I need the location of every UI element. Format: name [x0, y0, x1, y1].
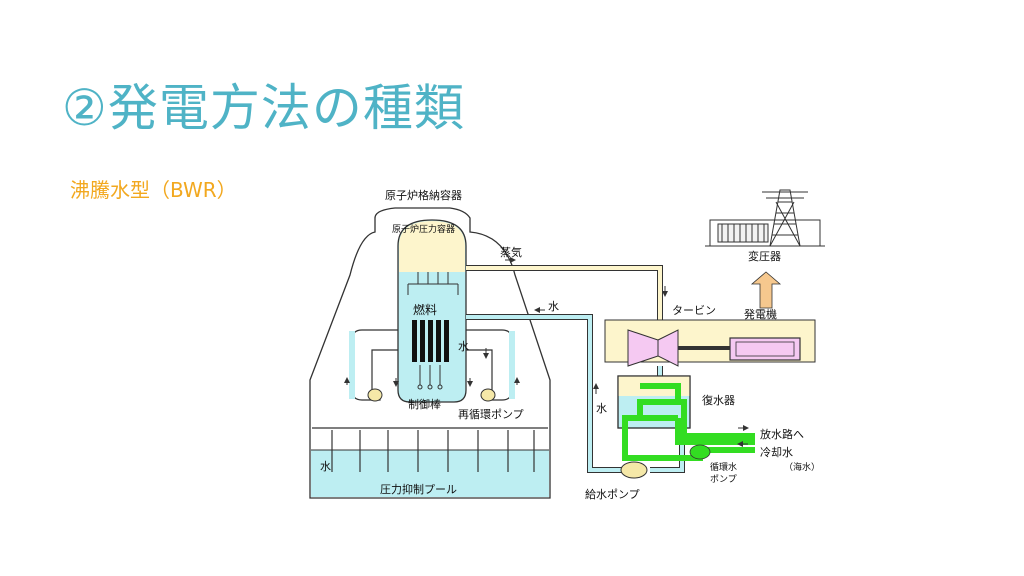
label-control-rods: 制御棒: [408, 397, 441, 411]
vent-pipes: [312, 427, 548, 472]
label-water-vessel: 水: [458, 340, 469, 353]
label-recirculation-pump: 再循環ポンプ: [458, 408, 524, 421]
label-circulation-pump-1: 循環水: [710, 461, 737, 473]
label-feedwater-pump: 給水ポンプ: [585, 487, 640, 501]
slide-subtitle: 沸騰水型（BWR）: [70, 178, 237, 202]
transformer-station: [705, 189, 825, 247]
slide-title: ②発電方法の種類: [62, 79, 465, 137]
label-circulation-pump-2: ポンプ: [710, 474, 737, 485]
circulation-pump: [689, 444, 711, 460]
label-to-discharge: 放水路へ: [760, 427, 804, 441]
bwr-diagram: 原子炉格納容器 原子炉圧力容器 燃料 水 制御棒 再循環ポンプ 水 圧力抑制プー…: [309, 188, 825, 501]
recirculation-pump-right: [480, 388, 496, 402]
label-turbine: タービン: [672, 304, 716, 317]
label-fuel: 燃料: [413, 302, 437, 317]
label-cooling-water: 冷却水: [760, 446, 793, 459]
generator: [729, 337, 801, 361]
steam-dome: [399, 221, 465, 272]
turbine: [627, 329, 679, 367]
label-water-down: 水: [596, 402, 607, 415]
transformer-arrow: [750, 271, 782, 309]
label-steam: 蒸気: [500, 245, 522, 259]
suppression-pool-water: [311, 450, 549, 497]
control-rod-drives: [417, 365, 443, 390]
label-water-return: 水: [548, 300, 559, 313]
label-generator: 発電機: [744, 307, 777, 321]
label-transformer: 変圧器: [748, 249, 781, 263]
label-pressure-vessel: 原子炉圧力容器: [392, 223, 455, 235]
fuel-rods: [412, 320, 449, 362]
label-sea-water: （海水）: [784, 461, 820, 473]
label-containment-vessel: 原子炉格納容器: [385, 188, 462, 202]
label-condenser: 復水器: [702, 394, 735, 407]
recirculation-pump-left: [367, 388, 383, 402]
label-pool-water: 水: [320, 460, 331, 473]
label-suppression-pool: 圧力抑制プール: [380, 482, 457, 496]
feedwater-pump: [620, 461, 648, 479]
